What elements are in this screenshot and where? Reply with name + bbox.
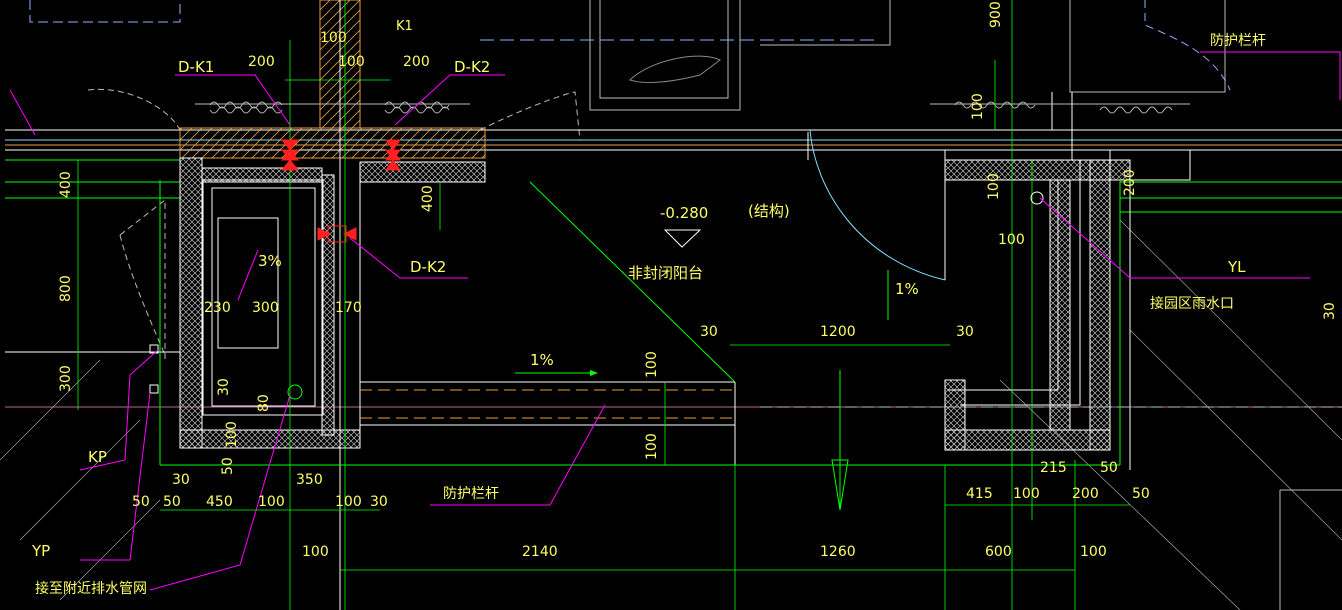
dim-text: 80 bbox=[256, 394, 272, 412]
balcony-label: 非封闭阳台 bbox=[628, 264, 703, 282]
dim-text: 50 bbox=[132, 494, 150, 510]
dim-text: 900 bbox=[988, 1, 1004, 28]
label-kp: KP bbox=[88, 448, 107, 466]
dim-text: 100 bbox=[338, 54, 365, 70]
railing-label-top: 防护栏杆 bbox=[1210, 33, 1266, 49]
balcony-outline bbox=[159, 180, 1120, 466]
dim-text: 100 bbox=[224, 421, 240, 448]
dim-text: 30 bbox=[700, 324, 718, 340]
label-yl: YL bbox=[1227, 258, 1246, 276]
dim-text: 415 bbox=[966, 486, 993, 502]
dim-text: 300 bbox=[58, 365, 74, 392]
railing-label-bottom: 防护栏杆 bbox=[443, 486, 499, 502]
dim-text: 100 bbox=[644, 351, 660, 378]
dim-text: 800 bbox=[58, 275, 74, 302]
dim-text: 100 bbox=[644, 433, 660, 460]
duct-markers bbox=[280, 139, 401, 243]
slope-label-a: 3% bbox=[258, 252, 282, 270]
dim-text: 50 bbox=[220, 457, 236, 475]
dim-text: 2140 bbox=[522, 544, 558, 560]
dim-text: 100 bbox=[302, 544, 329, 560]
dim-text: 50 bbox=[1100, 460, 1118, 476]
dim-text: 200 bbox=[248, 54, 275, 70]
dim-text: 200 bbox=[1122, 169, 1138, 196]
door-swing bbox=[807, 129, 946, 281]
slope-arrows bbox=[237, 229, 889, 511]
rain-outlet-note: 接园区雨水口 bbox=[1150, 295, 1234, 312]
label-k1: K1 bbox=[396, 19, 413, 34]
dim-text: 30 bbox=[172, 472, 190, 488]
label-yp: YP bbox=[31, 542, 50, 560]
right-room-walls bbox=[944, 92, 1191, 470]
dim-text: 100 bbox=[335, 494, 362, 510]
dim-text: 400 bbox=[420, 185, 436, 212]
structure-text: (结构) bbox=[748, 202, 790, 220]
dim-text: 230 bbox=[204, 300, 231, 316]
dim-text: 100 bbox=[998, 232, 1025, 248]
leader-lines bbox=[9, 51, 1341, 591]
slope-label-b: 1% bbox=[530, 351, 554, 369]
grid-lines bbox=[289, 0, 1076, 610]
labels-yellow: D-K1 D-K2 D-K2 K1 KP YP YL -0.280 (结构) 非… bbox=[31, 19, 1266, 597]
dim-text: 30 bbox=[370, 494, 388, 510]
dim-text: 50 bbox=[1132, 486, 1150, 502]
dim-text: 100 bbox=[258, 494, 285, 510]
dim-text: 100 bbox=[320, 30, 347, 46]
label-dk1: D-K1 bbox=[178, 58, 214, 76]
left-shaft-walls bbox=[179, 0, 486, 610]
dim-text: 100 bbox=[986, 173, 1002, 200]
label-dk2-top: D-K2 bbox=[454, 58, 490, 76]
floor-drains bbox=[149, 191, 1044, 400]
dimension-lines bbox=[77, 60, 1130, 571]
dim-text: 350 bbox=[296, 472, 323, 488]
dim-text: 200 bbox=[403, 54, 430, 70]
drain-connect-note: 接至附近排水管网 bbox=[35, 580, 147, 597]
label-dk2-mid: D-K2 bbox=[410, 258, 446, 276]
dim-text: 100 bbox=[970, 93, 986, 120]
dim-text: 200 bbox=[1072, 486, 1099, 502]
dim-text: 30 bbox=[1322, 302, 1338, 320]
dim-text: 215 bbox=[1040, 460, 1067, 476]
dim-text: 450 bbox=[206, 494, 233, 510]
dim-text: 600 bbox=[985, 544, 1012, 560]
dim-text: 1200 bbox=[820, 324, 856, 340]
dim-text: 1260 bbox=[820, 544, 856, 560]
dim-text: 30 bbox=[216, 378, 232, 396]
dim-text: 100 bbox=[1080, 544, 1107, 560]
dim-text: 300 bbox=[252, 300, 279, 316]
dim-text: 30 bbox=[956, 324, 974, 340]
dim-text: 50 bbox=[163, 494, 181, 510]
elevation-text: -0.280 bbox=[660, 204, 708, 222]
dimension-text: 100 100 200 200 900 100 400 800 300 400 … bbox=[58, 1, 1338, 560]
dim-text: 170 bbox=[335, 300, 362, 316]
dim-text: 400 bbox=[58, 171, 74, 198]
dim-text: 100 bbox=[1013, 486, 1040, 502]
slope-label-c: 1% bbox=[895, 280, 919, 298]
